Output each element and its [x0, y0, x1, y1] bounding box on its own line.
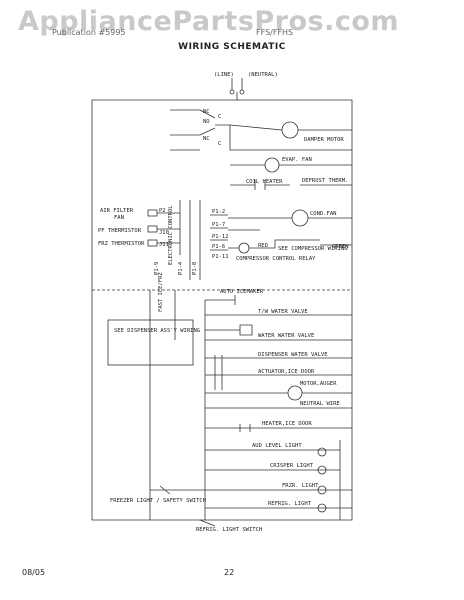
p2-label: P2: [159, 208, 166, 214]
red-wire-label: RED: [258, 243, 268, 249]
nc-bottom-label: NC: [203, 136, 210, 142]
auto-icemaker-label: AUTO ICEMAKER: [220, 289, 264, 295]
page-number: 22: [224, 568, 235, 577]
green-wire-label: GREEN: [332, 244, 349, 250]
heater-ice-door-label: HEATER,ICE DOOR: [262, 421, 312, 427]
j10-label: J10: [159, 230, 169, 236]
frz-thermistor-label: FRZ THERMISTOR: [98, 241, 145, 247]
j11-label: J11: [159, 242, 169, 248]
electronic-control-label: ELECTRONIC CONTROL: [168, 205, 174, 265]
see-dispenser-label: SEE DISPENSER ASS'Y WIRING: [114, 328, 200, 334]
frzr-light-label: FRZR. LIGHT: [282, 483, 319, 489]
aud-level-light-label: AUD LEVEL LIGHT: [252, 443, 302, 449]
t-w-valve-label: T/W WATER VALVE: [258, 309, 308, 315]
footer-date: 08/05: [22, 568, 46, 577]
actuator-label: ACTUATOR,ICE DOOR: [258, 369, 315, 375]
p1-2-label: P1-2: [212, 209, 225, 215]
neutral-wire-label: NEUTRAL WIRE: [300, 401, 340, 407]
p1-6-label: P1-6: [212, 244, 225, 250]
compressor-relay-label: COMPRESSOR CONTROL RELAY: [236, 256, 316, 262]
air-filter-label: AIR FILTER: [100, 208, 134, 214]
p1-9-label: P1-9: [154, 262, 160, 275]
defrost-therm-label: DEFROST THERM.: [302, 178, 348, 184]
air-filter-fan-label: FAN: [114, 215, 124, 221]
model-header: FFS/FFHS: [256, 28, 294, 37]
water-valve-label: WATER WATER VALVE: [258, 333, 314, 339]
p1-8-label: P1-8: [192, 262, 198, 275]
refrig-light-switch-label: REFRIG. LIGHT SWITCH: [196, 527, 262, 533]
refrig-light-label: REFRIG. LIGHT: [268, 501, 312, 507]
see-compressor-label: SEE COMPRESSOR WIRING: [278, 246, 348, 252]
line-label: (LINE): [214, 72, 234, 78]
neutral-label: (NEUTRAL): [248, 72, 278, 78]
p1-12-label: P1-12: [212, 234, 229, 240]
watermark: AppliancePartsPros.com: [18, 6, 400, 37]
p1-11-label: P1-11: [212, 254, 229, 260]
publication-header: Publication #5995: [52, 28, 126, 37]
cond-fan-label: COND.FAN: [310, 211, 337, 217]
dispenser-valve-label: DISPENSER WATER VALVE: [258, 352, 328, 358]
fast-ice-label: FAST ICE/FRZ: [158, 272, 164, 312]
damper-motor-label: DAMPER MOTOR: [304, 137, 344, 143]
pf-thermistor-label: PF THERMISTOR: [98, 228, 142, 234]
crisper-light-label: CRISPER LIGHT: [270, 463, 314, 469]
freezer-light-switch-label: FREEZER LIGHT / SAFETY SWITCH: [110, 498, 206, 504]
p1-4-label: P1-4: [178, 261, 184, 275]
page-title: WIRING SCHEMATIC: [178, 42, 286, 52]
motor-auger-label: MOTOR,AUGER: [300, 381, 337, 387]
c2-label: C: [218, 141, 221, 147]
nc-top-label: NC: [203, 109, 210, 115]
evap-fan-label: EVAP. FAN: [282, 157, 312, 163]
p1-7-label: P1-7: [212, 222, 225, 228]
no-label: NO: [203, 119, 210, 125]
c1-label: C: [218, 114, 221, 120]
coil-heater-label: COIL HEATER: [246, 179, 283, 185]
